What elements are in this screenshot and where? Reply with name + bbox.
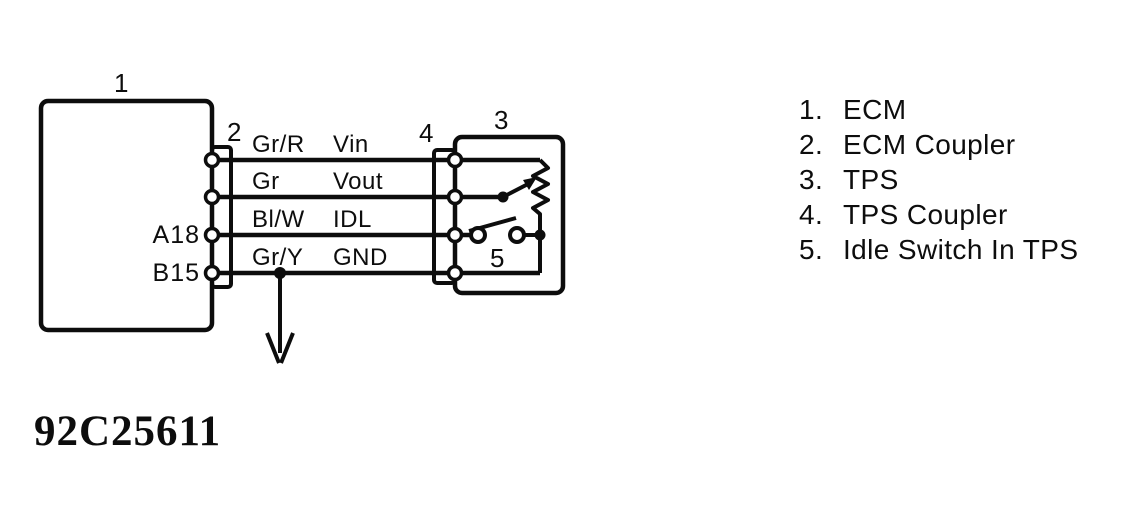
legend-item-number: 1.: [799, 94, 824, 125]
legend-item-label: TPS Coupler: [843, 199, 1008, 230]
wire-signal-vout: Vout: [333, 168, 384, 195]
tps-coupler-terminals: [446, 151, 464, 282]
wiper-arrow: [497, 177, 537, 203]
legend-item-number: 3.: [799, 164, 824, 195]
ecm-pin-b15: B15: [152, 259, 200, 287]
ground-arrow: [265, 267, 295, 364]
ecm-number: 1: [114, 68, 129, 98]
ecm-coupler-outline: [210, 145, 233, 289]
ecm-box: [38, 98, 215, 333]
legend-item-label: ECM: [843, 94, 907, 125]
wire-signal-gnd: GND: [333, 244, 388, 271]
legend-item-label: TPS: [843, 164, 899, 195]
legend-item-tps-coupler: 4. TPS Coupler: [799, 199, 1078, 234]
ecm-pin-a18: A18: [152, 221, 200, 249]
tps-box: [452, 134, 566, 296]
legend-item-ecm: 1. ECM: [799, 94, 1078, 129]
legend-item-tps: 3. TPS: [799, 164, 1078, 199]
legend-item-idle-switch: 5. Idle Switch In TPS: [799, 234, 1078, 269]
tps-number: 3: [494, 105, 509, 135]
wire-signal-vin: Vin: [333, 131, 369, 158]
legend-item-number: 4.: [799, 199, 824, 230]
wire-color-vout: Gr: [252, 168, 280, 195]
legend: 1. ECM 2. ECM Coupler 3. TPS 4. TPS Coup…: [799, 94, 1078, 269]
legend-item-number: 2.: [799, 129, 824, 160]
wire-color-idl: Bl/W: [252, 206, 305, 233]
legend-item-ecm-coupler: 2. ECM Coupler: [799, 129, 1078, 164]
wire-color-vin: Gr/R: [252, 131, 305, 158]
idle-switch-number: 5: [490, 243, 505, 273]
idle-switch: [468, 216, 540, 244]
legend-item-label: Idle Switch In TPS: [843, 234, 1079, 265]
tps-resistor: [531, 158, 550, 273]
legend-item-label: ECM Coupler: [843, 129, 1016, 160]
wire-signal-idl: IDL: [333, 206, 372, 233]
ecm-coupler-number: 2: [227, 117, 242, 147]
legend-item-number: 5.: [799, 234, 824, 265]
wire-color-gnd: Gr/Y: [252, 244, 304, 271]
diagram-id-code: 92C25611: [34, 408, 222, 455]
ecm-coupler-terminals: [203, 151, 221, 282]
tps-coupler-number: 4: [419, 118, 434, 148]
tps-coupler-outline: [432, 148, 457, 285]
